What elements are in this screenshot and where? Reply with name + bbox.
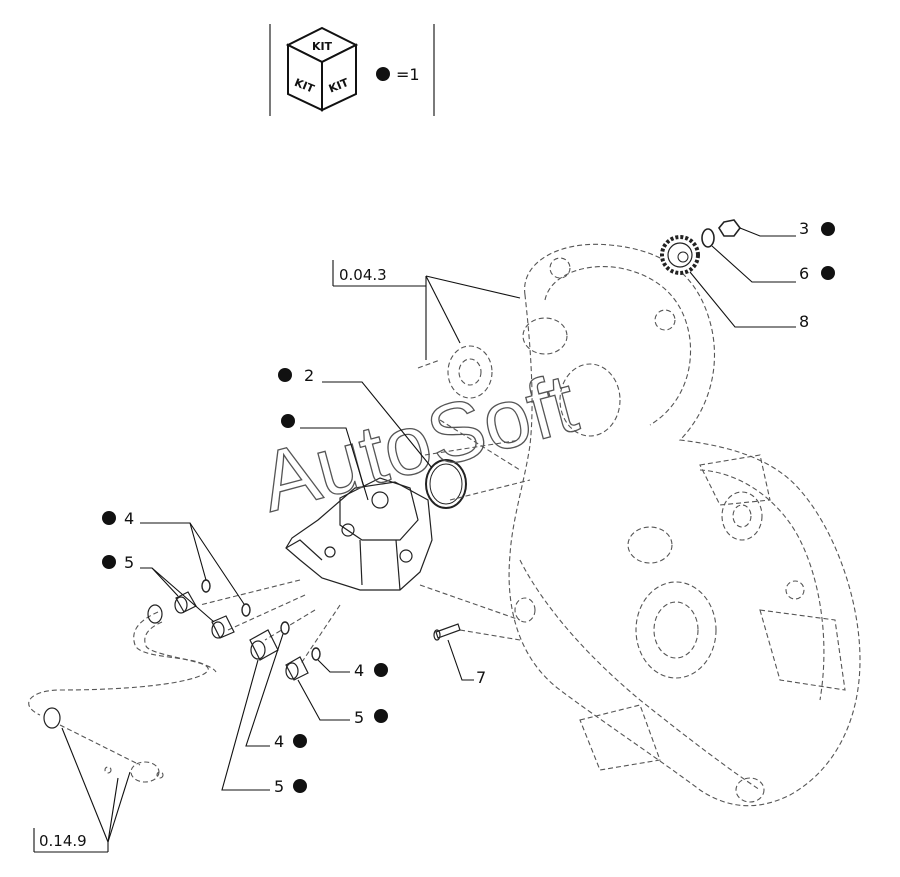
reference-text: 0.04.3 — [339, 266, 387, 284]
kit-dot-icon — [374, 663, 388, 677]
kit-dot-icon — [102, 511, 116, 525]
fitting-part-5b — [211, 615, 235, 639]
nut-part-3 — [718, 219, 741, 237]
kit-dot-icon — [374, 709, 388, 723]
callout-number: 4 — [124, 509, 134, 528]
reference-label-0-14-9: 0.14.9 — [33, 727, 131, 853]
callout-number: 4 — [274, 732, 284, 751]
kit-dot-icon — [821, 266, 835, 280]
gear-part-8 — [660, 235, 700, 275]
callout-5b: 5 — [297, 679, 388, 727]
kit-dot-icon — [293, 779, 307, 793]
kit-equals-label: =1 — [396, 65, 420, 84]
callout-number: 5 — [354, 708, 364, 727]
fitting-part-5d — [285, 656, 309, 681]
callout-4c: 4 — [245, 633, 307, 751]
callout-4b: 4 — [317, 659, 388, 680]
callout-8: 8 — [689, 271, 809, 331]
pump-flange — [417, 345, 521, 471]
callout-3: 3 — [739, 219, 835, 238]
kit-dot-icon — [281, 414, 295, 428]
reference-label-0-04-3: 0.04.3 — [332, 260, 521, 360]
fuel-pipe — [28, 604, 217, 783]
callout-6: 6 — [711, 245, 835, 283]
seal-part-4b — [241, 603, 251, 617]
callout-number: 8 — [799, 312, 809, 331]
kit-dot-icon — [376, 67, 390, 81]
kit-dot-icon — [278, 368, 292, 382]
o-ring-part-2 — [425, 459, 467, 509]
kit-label-top: KIT — [312, 40, 333, 53]
seal-part-4a — [201, 579, 211, 593]
assembly-axis-lines — [199, 439, 531, 666]
callout-number: 5 — [274, 777, 284, 796]
washer-part-6 — [701, 228, 715, 248]
callout-5a: 5 — [102, 553, 215, 623]
callout-5c: 5 — [221, 659, 307, 796]
reference-text: 0.14.9 — [39, 832, 87, 850]
fitting-part-5c — [249, 629, 279, 661]
watermark-text: AutoSoft — [250, 355, 586, 529]
callout-number: 6 — [799, 264, 809, 283]
seal-part-4c — [280, 621, 290, 635]
callout-number: 2 — [304, 366, 314, 385]
kit-dot-icon — [102, 555, 116, 569]
gear-housing — [508, 243, 861, 807]
callout-2: 2 — [278, 366, 433, 469]
callout-number: 3 — [799, 219, 809, 238]
callout-number: 7 — [476, 668, 486, 687]
callout-7: 7 — [447, 639, 486, 687]
kit-legend: KIT KIT KIT =1 — [269, 24, 435, 116]
kit-dot-icon — [821, 222, 835, 236]
callout-pump — [281, 414, 369, 501]
callout-number: 4 — [354, 661, 364, 680]
fitting-part-5a — [174, 591, 197, 614]
bolt-part-7 — [433, 623, 461, 641]
injection-pump — [285, 477, 433, 591]
watermark: AutoSoft — [250, 355, 587, 530]
kit-box-icon: KIT KIT KIT — [285, 26, 359, 112]
seal-part-4d — [311, 647, 321, 661]
callout-4a: 4 — [102, 509, 245, 605]
kit-dot-icon — [293, 734, 307, 748]
callout-number: 5 — [124, 553, 134, 572]
